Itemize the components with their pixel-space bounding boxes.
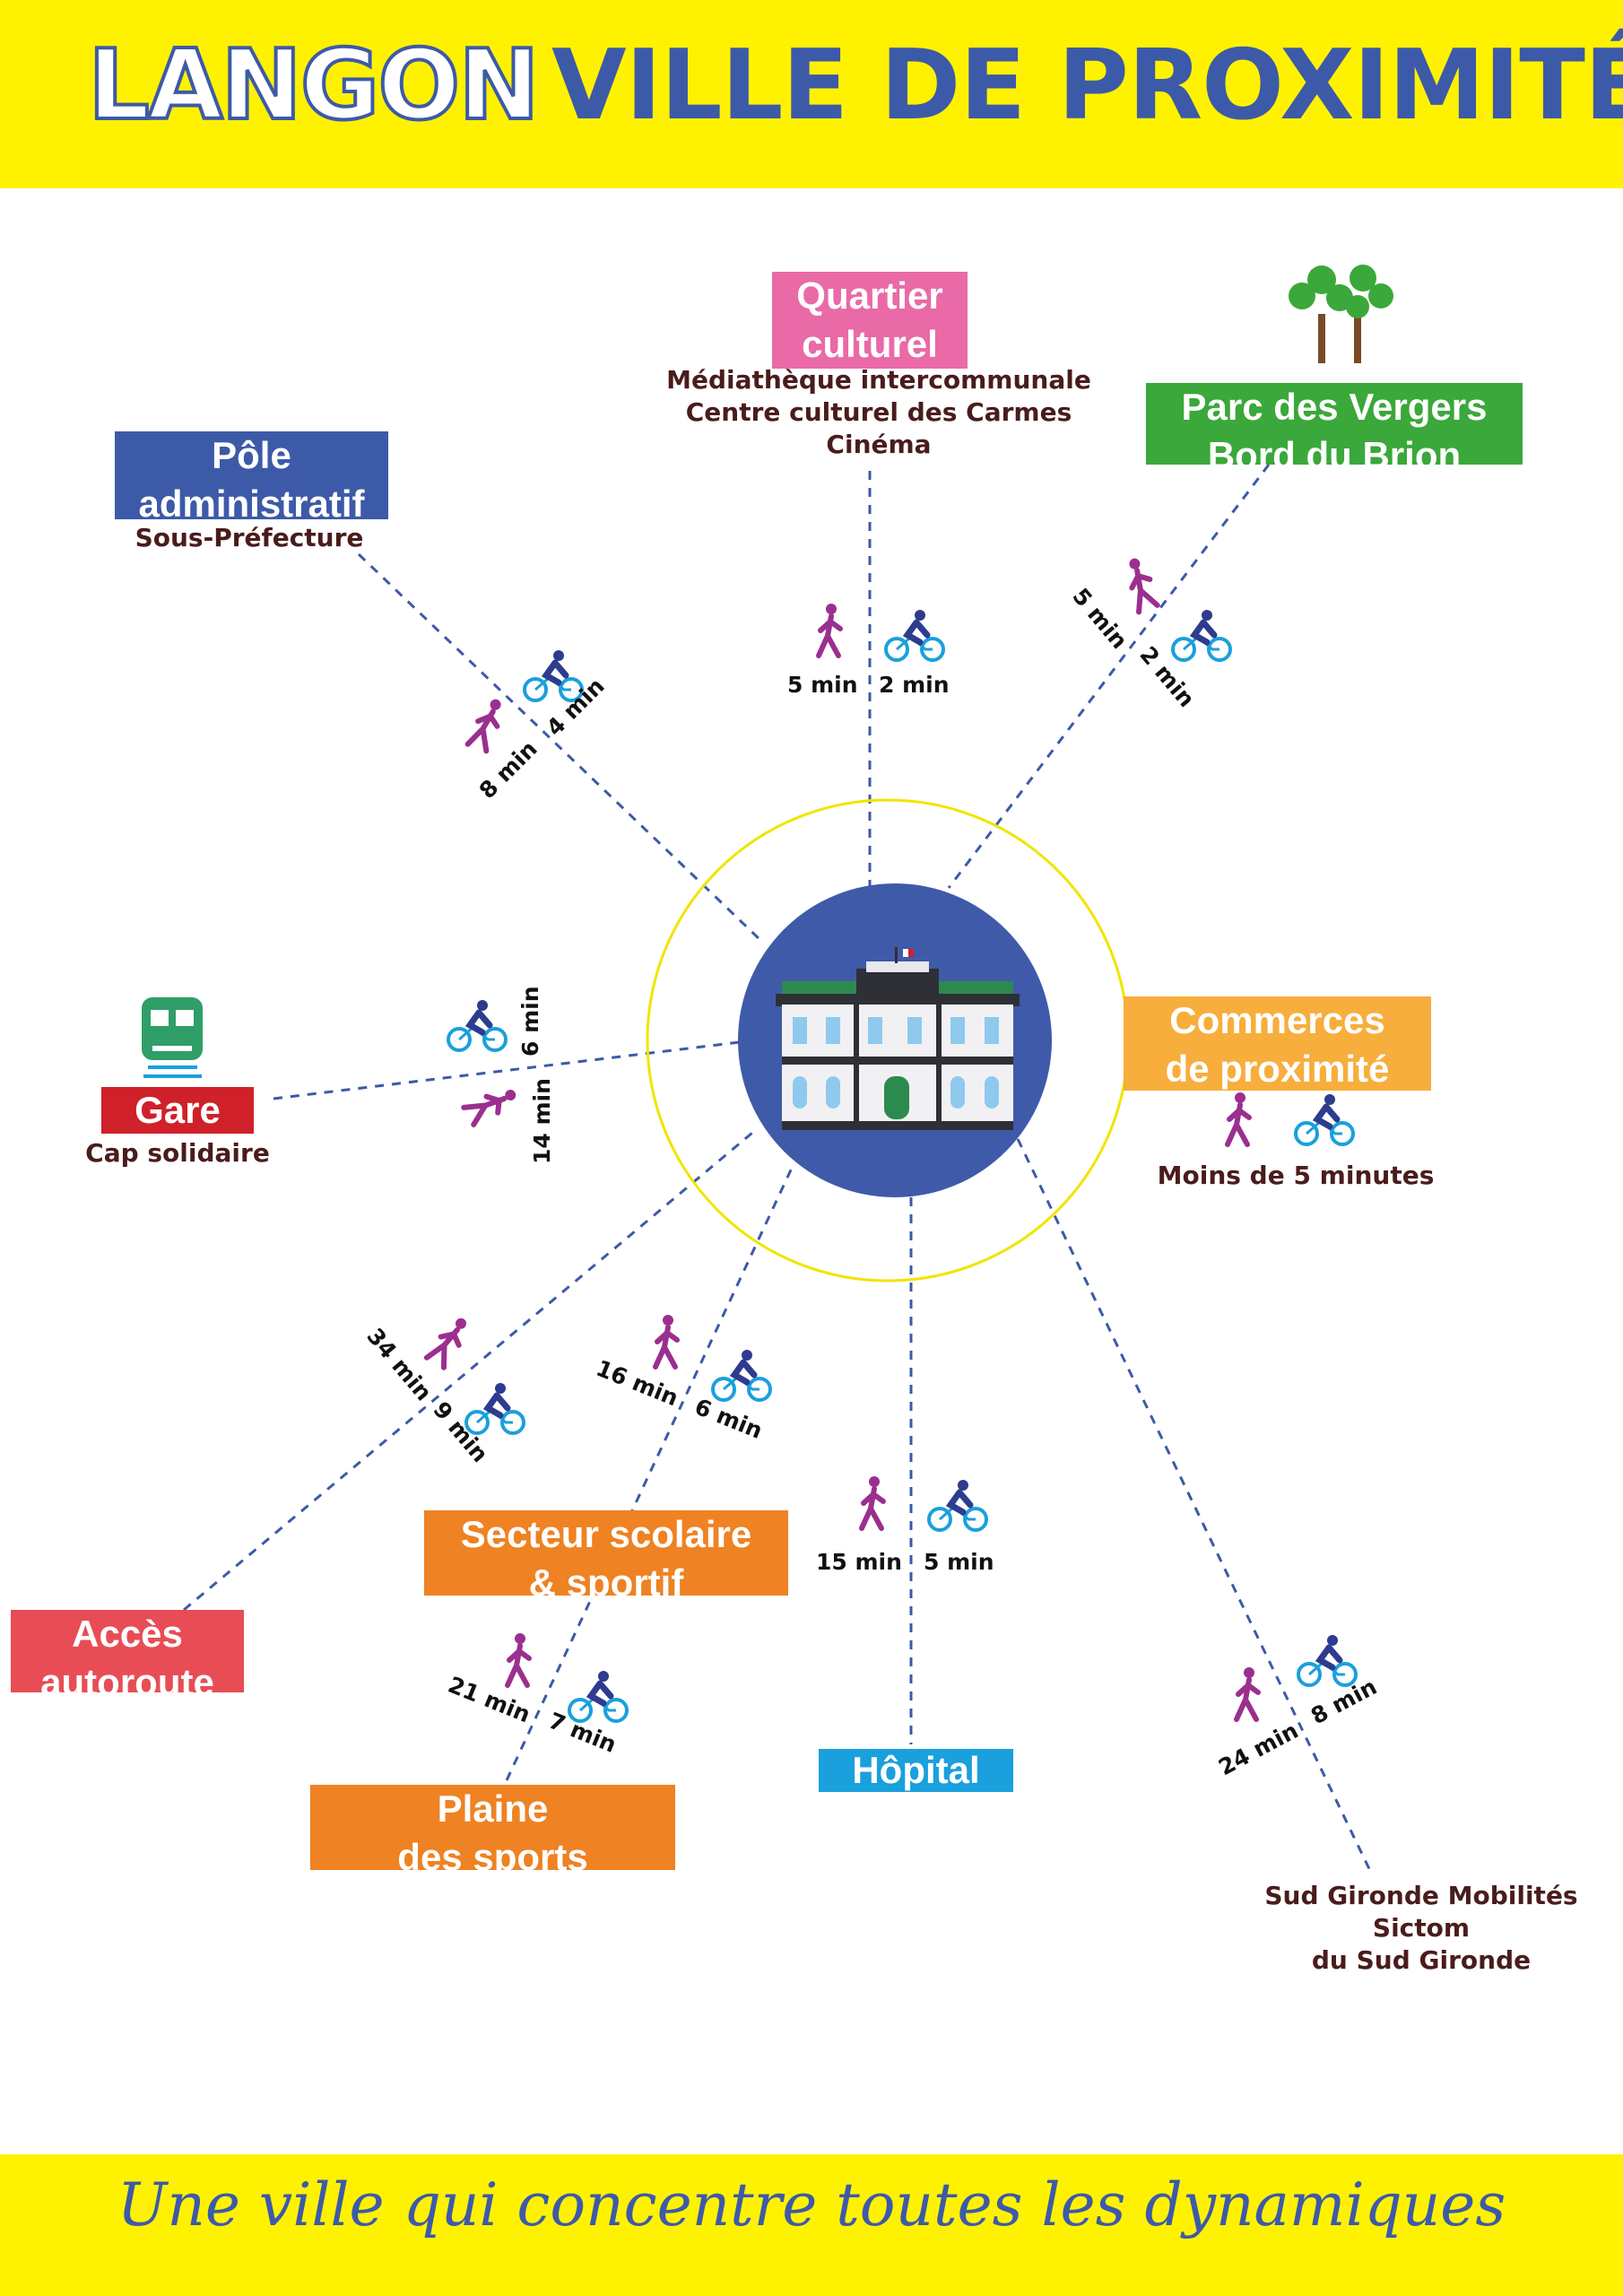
time-highway-walk: 34 min — [361, 1323, 437, 1405]
train-icon — [142, 997, 203, 1078]
header-band — [0, 0, 1623, 188]
label-school: Secteur scolaire & sportif — [424, 1510, 788, 1596]
details-shops: Moins de 5 minutes — [1157, 1161, 1435, 1190]
time-culture-walk: 5 min — [787, 672, 858, 698]
title-subtitle: VILLE DE PROXIMITÉ — [551, 30, 1623, 142]
time-hospital-bike: 5 min — [924, 1549, 994, 1575]
label-hospital: Hôpital — [819, 1749, 1013, 1792]
tree-icon — [1289, 265, 1393, 363]
time-park-walk: 5 min — [1067, 583, 1133, 654]
time-station-walk: 14 min — [529, 1078, 555, 1164]
time-school-bike: 6 min — [691, 1394, 767, 1444]
label-station: Gare — [101, 1087, 254, 1134]
footer-band — [0, 2154, 1623, 2296]
line-park — [947, 464, 1271, 889]
details-station: Cap solidaire — [85, 1138, 270, 1168]
connection-lines — [183, 464, 1374, 1875]
label-shops: Commerces de proximité — [1124, 996, 1431, 1091]
tagline: Une ville qui concentre toutes les dynam… — [117, 2170, 1506, 2239]
label-highway: Accès autoroute — [11, 1610, 244, 1692]
time-school-walk: 16 min — [593, 1355, 682, 1412]
details-culture: Médiathèque intercommunale Centre cultur… — [666, 365, 1091, 459]
time-culture-bike: 2 min — [879, 672, 950, 698]
line-school-sports — [505, 1163, 795, 1781]
line-admin — [357, 552, 764, 944]
label-sports: Plaine des sports — [310, 1785, 675, 1870]
time-hospital-walk: 15 min — [816, 1549, 902, 1575]
line-highway — [183, 1126, 759, 1612]
label-culture: Quartier culturel — [772, 272, 968, 369]
line-station — [273, 1040, 741, 1100]
time-park-bike: 2 min — [1134, 641, 1200, 712]
label-park: Parc des Vergers Bord du Brion — [1146, 383, 1523, 465]
time-mobility-walk: 24 min — [1214, 1718, 1302, 1781]
details-admin: Sous-Préfecture — [135, 523, 364, 552]
details-mobility: Sud Gironde Mobilités Sictom du Sud Giro… — [1264, 1881, 1578, 1975]
time-admin-bike: 4 min — [542, 673, 610, 741]
title-city: LANGON — [86, 30, 542, 142]
town-hall-icon — [776, 947, 1020, 1130]
time-station-bike: 6 min — [517, 986, 543, 1057]
time-sports-walk: 21 min — [445, 1672, 534, 1728]
label-admin: Pôle administratif — [115, 431, 388, 519]
time-sports-bike: 7 min — [545, 1708, 621, 1758]
line-mobility — [1016, 1138, 1374, 1875]
